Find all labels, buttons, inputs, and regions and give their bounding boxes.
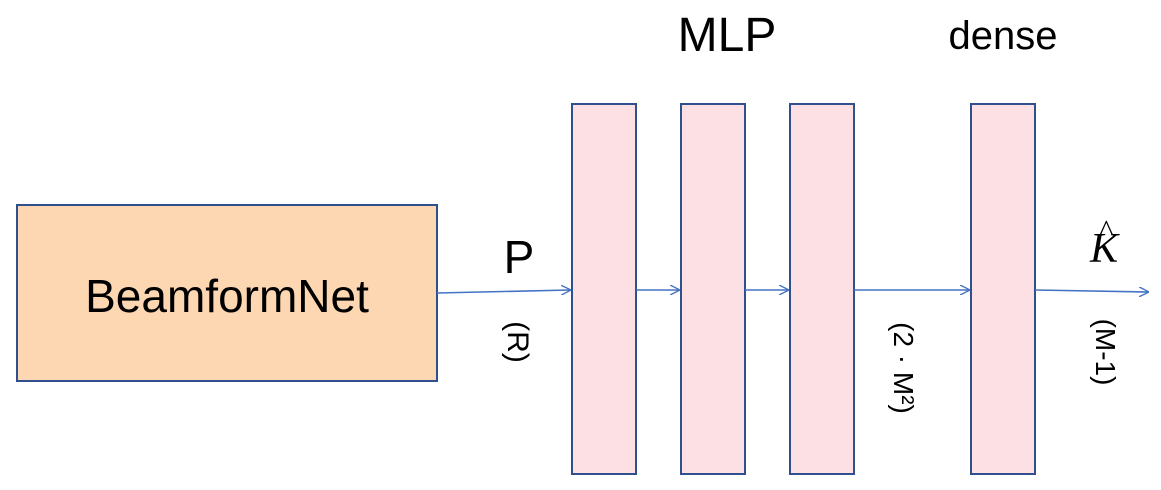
dense-title: dense xyxy=(949,14,1058,58)
input-dim-label: (R) xyxy=(501,321,534,363)
mlp-title: MLP xyxy=(678,9,777,62)
beamformnet-label: BeamformNet xyxy=(85,270,369,322)
input-label-p: P xyxy=(504,231,535,283)
mlp-layer-2 xyxy=(680,103,746,475)
dense-layer xyxy=(970,103,1036,475)
mlp-layer-3 xyxy=(789,103,855,475)
hidden-dim-label: (2 · M²) xyxy=(888,322,919,414)
beamformnet-block: BeamformNet xyxy=(16,204,438,382)
beamformnet-box xyxy=(16,204,438,382)
output-symbol: K xyxy=(1089,226,1120,272)
arrow-input xyxy=(436,290,570,293)
output-dim-label: (M-1) xyxy=(1090,319,1121,386)
mlp-layer-1 xyxy=(571,103,637,475)
output-hat: ^ xyxy=(1099,214,1114,247)
arrow-output xyxy=(1034,290,1148,292)
output-label: K ^ xyxy=(1089,214,1120,272)
